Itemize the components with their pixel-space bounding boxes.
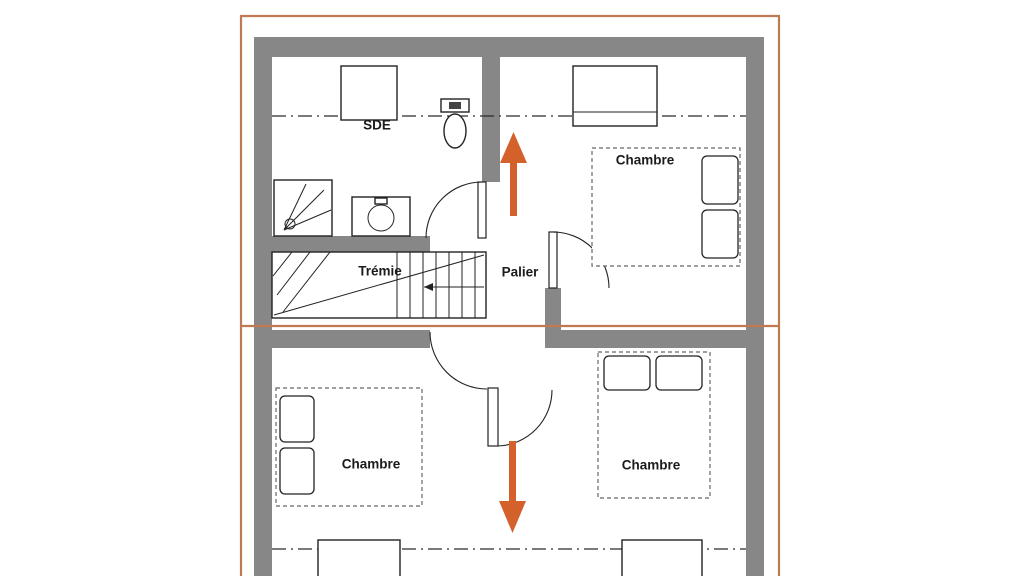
shower-tray: [273, 179, 333, 237]
door-swing-arc-bedroom-bl: [429, 331, 488, 390]
shower-drain: [284, 218, 296, 230]
staircase: [271, 251, 487, 319]
room-label-bedroom-top-right: Chambre: [615, 152, 675, 168]
toilet-bowl: [443, 113, 467, 149]
down-arrow-shaft: [509, 441, 516, 503]
roof-window-sde: [340, 65, 398, 121]
doors: [425, 181, 610, 447]
door-swing-arc-sde: [425, 181, 483, 239]
room-label-bedroom-bottom-right: Chambre: [621, 457, 681, 473]
door-leaf-sde: [477, 181, 487, 239]
room-label-stairwell: Trémie: [358, 263, 402, 279]
wall-middle-left: [254, 330, 430, 348]
bed-bottom-right: [597, 351, 711, 499]
pillow: [701, 155, 739, 205]
pillow: [279, 447, 315, 495]
pillow: [655, 355, 703, 391]
door-leaf-bedroom-tr: [548, 231, 558, 289]
pillow: [603, 355, 651, 391]
sink-basin: [367, 204, 395, 232]
wall-center-vertical: [482, 57, 500, 182]
down-arrow-head: [499, 501, 526, 533]
roof-window-bedroom-tr: [572, 65, 658, 127]
up-arrow-icon: [500, 132, 527, 216]
stair-winder-steps: [272, 251, 331, 313]
toilet: [440, 98, 470, 149]
tremie-diagonal-line: [273, 254, 485, 316]
shower-spray-lines: [283, 183, 332, 231]
stair-steps: [396, 252, 476, 318]
sink-tap: [374, 197, 388, 205]
room-label-sde: SDE: [363, 117, 391, 133]
stair-walk-arrowhead: [424, 283, 433, 291]
door-swing-arc-bedroom-br: [497, 389, 553, 447]
wall-sde-bottom: [272, 236, 430, 252]
up-arrow-head: [500, 132, 527, 163]
wall-right-exterior: [746, 37, 764, 576]
sink-counter: [351, 196, 411, 237]
bed-bottom-left: [275, 387, 423, 507]
pillow: [701, 209, 739, 259]
shower: [273, 179, 333, 237]
section-frame: [239, 14, 781, 576]
up-arrow-shaft: [510, 161, 517, 216]
walls: [254, 37, 764, 576]
door-leaf-bottom: [487, 387, 499, 447]
sink: [351, 196, 411, 237]
roof-window-bedroom-bl: [317, 539, 401, 576]
roof-window-bedroom-br: [621, 539, 703, 576]
down-arrow-icon: [499, 441, 526, 533]
wall-left-exterior: [254, 37, 272, 576]
toilet-flush-button: [449, 102, 461, 109]
wall-top-exterior: [254, 37, 764, 57]
bed-top-right: [591, 147, 741, 267]
room-label-bedroom-bottom-left: Chambre: [341, 456, 401, 472]
pillow: [279, 395, 315, 443]
wall-middle-right: [556, 330, 764, 348]
room-label-landing: Palier: [501, 264, 539, 280]
wall-landing-stub: [545, 288, 561, 348]
roof-windows: [317, 65, 703, 576]
